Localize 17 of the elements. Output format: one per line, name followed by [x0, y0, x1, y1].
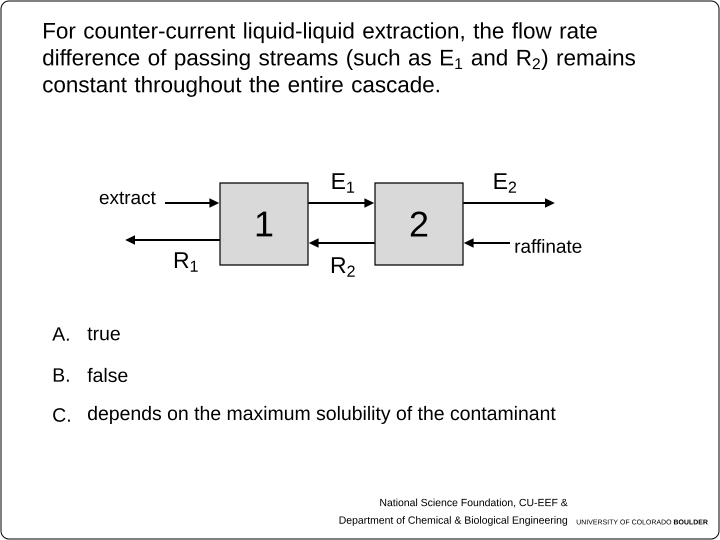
stage-box: 1 — [219, 182, 309, 266]
option-letter: B. — [54, 368, 69, 382]
option-text: true — [88, 328, 120, 340]
stream-label: extract — [100, 192, 156, 204]
question-text: For counter-current liquid-liquid extraction, the flow rate difference of passing streams (such as E$_{1}$ and R$_{2}$) remains constant throughout the entire cascade. — [43, 22, 635, 97]
stage-box: 2 — [374, 182, 464, 266]
stream-symbol: R$_{1}$ — [174, 252, 198, 272]
stream-symbol: E$_{2}$ — [494, 173, 516, 193]
option-text: false — [88, 368, 128, 382]
stream-symbol: R$_{2}$ — [332, 257, 355, 277]
option-text: depends on the maximum solubility of the contaminant — [88, 406, 556, 424]
credit-text: National Science Foundation, CU-EEF & — [380, 498, 568, 508]
option-letter: A. — [52, 327, 69, 341]
option-letter: C. — [53, 408, 70, 422]
stream-label: raffinate — [515, 239, 582, 253]
credit-text: Department of Chemical & Biological Engineering — [340, 516, 568, 526]
stream-symbol: E$_{1}$ — [332, 173, 354, 193]
